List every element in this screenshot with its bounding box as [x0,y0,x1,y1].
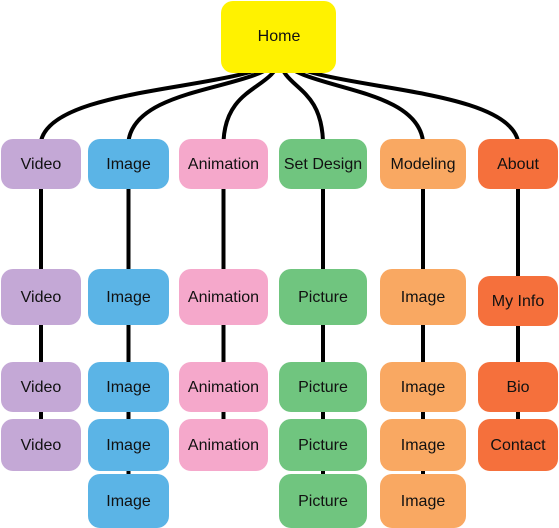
node-set-design-0-box [279,139,367,189]
node-video-1-box [1,269,81,325]
node-set-design-3: Picture [279,419,367,471]
node-about-0-label: About [497,156,539,173]
node-image-1-box [88,269,169,325]
node-video-3-box [1,419,81,471]
node-set-design-1: Picture [279,269,367,325]
node-modeling-2: Image [380,362,466,412]
node-about-0: About [478,139,558,189]
node-set-design-1-box [279,269,367,325]
node-set-design-2-box [279,362,367,412]
node-animation-0-box [179,139,268,189]
node-video-3: Video [1,419,81,471]
node-video-0-label: Video [21,156,62,173]
node-modeling-1-box [380,269,466,325]
node-set-design-3-label: Picture [298,437,348,454]
node-video-3-label: Video [21,437,62,454]
node-image-0-label: Image [106,156,151,173]
node-animation-2: Animation [179,362,268,412]
node-modeling-4: Image [380,474,466,528]
node-modeling-3-label: Image [401,437,446,454]
node-video-1-label: Video [21,289,62,306]
node-animation-1-label: Animation [188,289,259,306]
node-image-3-label: Image [106,437,151,454]
node-set-design-3-box [279,419,367,471]
node-video-2: Video [1,362,81,412]
node-set-design-4: Picture [279,474,367,528]
node-modeling-4-box [380,474,466,528]
node-set-design-4-label: Picture [298,493,348,510]
node-animation-3: Animation [179,419,268,471]
node-modeling-1-label: Image [401,289,446,306]
node-set-design-2: Picture [279,362,367,412]
node-image-1-label: Image [106,289,151,306]
node-video-1: Video [1,269,81,325]
node-image-0-box [88,139,169,189]
node-image-3: Image [88,419,169,471]
node-home-label: Home [258,28,301,45]
node-video-2-label: Video [21,379,62,396]
node-about-2-box [478,362,558,412]
node-animation-0-label: Animation [188,156,259,173]
node-animation-2-label: Animation [188,379,259,396]
node-animation-2-box [179,362,268,412]
node-video-0-box [1,139,81,189]
node-set-design-1-label: Picture [298,289,348,306]
node-animation-1-box [179,269,268,325]
node-set-design-0-label: Set Design [284,156,362,173]
node-image-3-box [88,419,169,471]
node-about-3-box [478,419,558,471]
node-home-box [221,1,336,73]
node-about-3: Contact [478,419,558,471]
node-video-0: Video [1,139,81,189]
node-image-0: Image [88,139,169,189]
node-about-1-box [478,276,558,326]
node-modeling-0-label: Modeling [391,156,456,173]
node-image-4-label: Image [106,493,151,510]
node-image-4-box [88,474,169,528]
node-about-2-label: Bio [506,379,529,396]
node-modeling-2-label: Image [401,379,446,396]
node-set-design-2-label: Picture [298,379,348,396]
node-image-1: Image [88,269,169,325]
node-about-1: My Info [478,276,558,326]
node-animation-3-label: Animation [188,437,259,454]
node-modeling-1: Image [380,269,466,325]
node-modeling-0: Modeling [380,139,466,189]
node-about-0-box [478,139,558,189]
node-modeling-3-box [380,419,466,471]
node-image-4: Image [88,474,169,528]
node-set-design-4-box [279,474,367,528]
node-about-1-label: My Info [492,293,545,310]
node-image-2-label: Image [106,379,151,396]
node-modeling-4-label: Image [401,493,446,510]
node-modeling-2-box [380,362,466,412]
node-image-2: Image [88,362,169,412]
node-image-2-box [88,362,169,412]
node-animation-1: Animation [179,269,268,325]
node-modeling-3: Image [380,419,466,471]
node-animation-3-box [179,419,268,471]
node-about-3-label: Contact [490,437,546,454]
node-home: Home [221,1,336,73]
node-animation-0: Animation [179,139,268,189]
node-video-2-box [1,362,81,412]
node-modeling-0-box [380,139,466,189]
node-set-design-0: Set Design [279,139,367,189]
node-about-2: Bio [478,362,558,412]
